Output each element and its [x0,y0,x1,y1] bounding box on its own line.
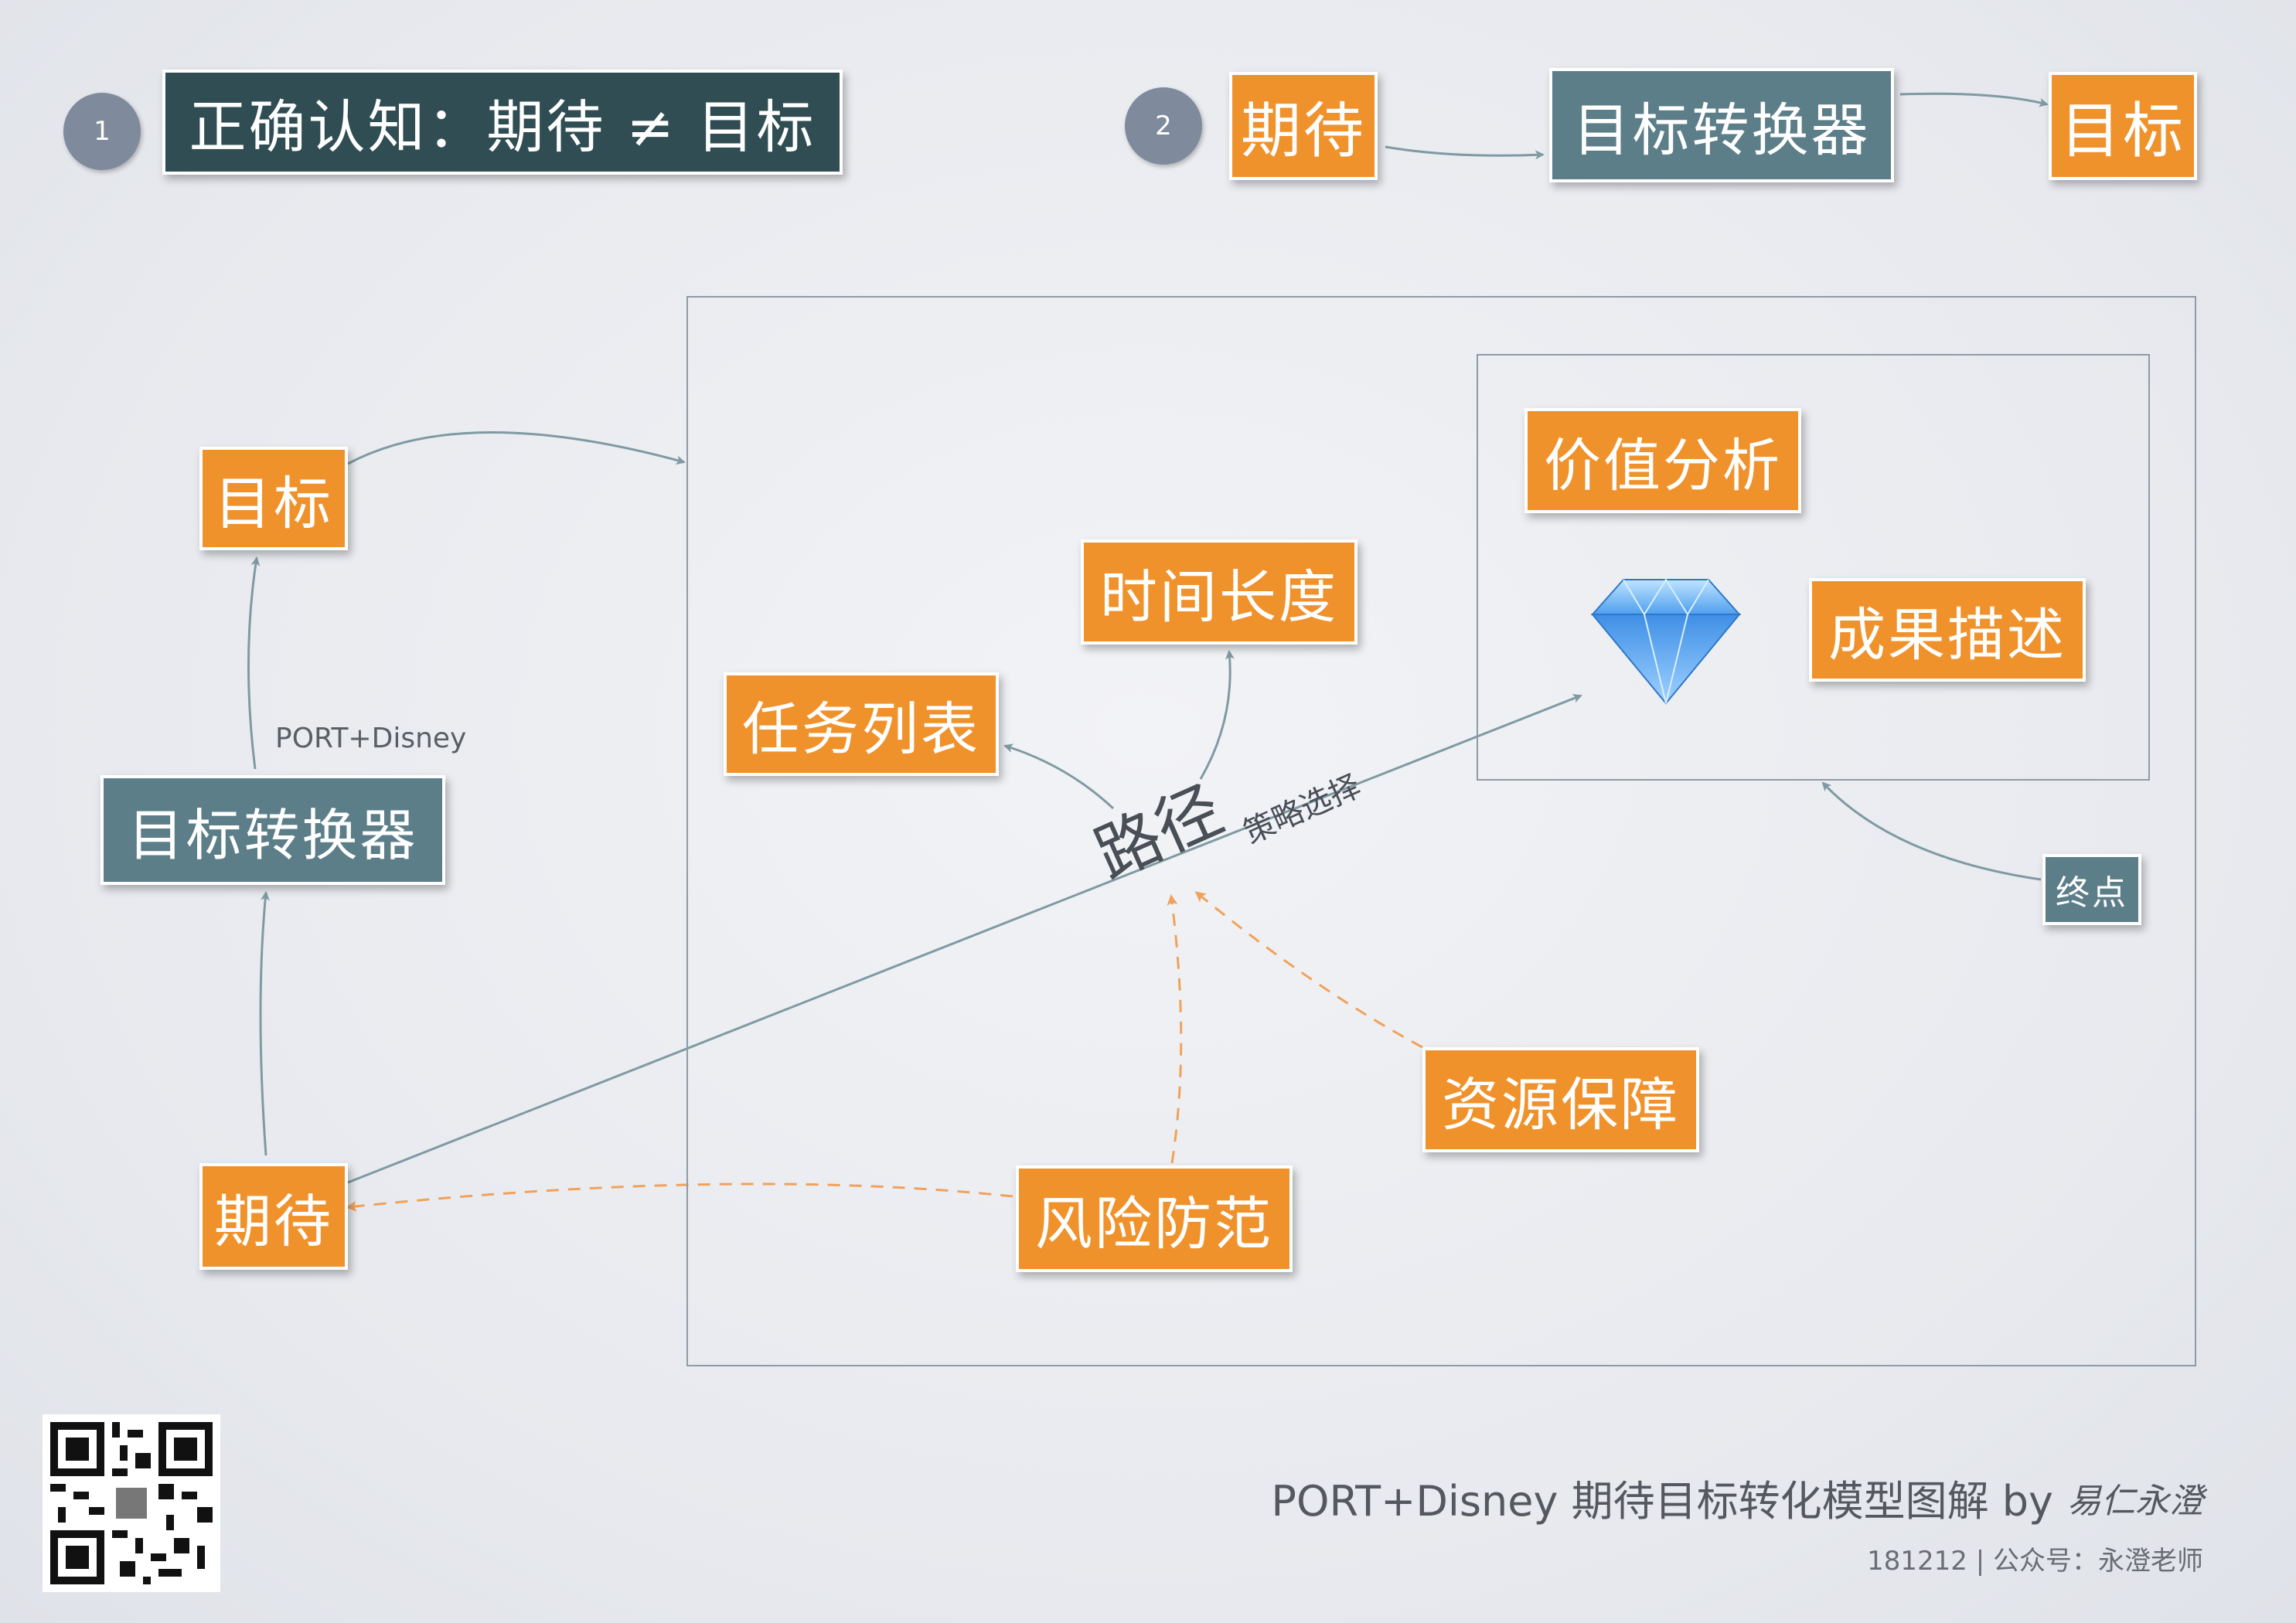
step-2-badge: 2 [1125,87,1202,165]
step-2-expect: 期待 [1229,72,1378,180]
dashed-risk-to-path [1167,894,1183,1164]
arrow-expect-to-diamond [347,694,1582,1184]
footer-title-text: PORT+Disney 期待目标转化模型图解 by [1271,1477,2053,1526]
result-description-box: 成果描述 [1809,578,2086,682]
value-analysis-box: 价值分析 [1524,408,1801,513]
arrow-goal-to-path-frame [347,431,686,465]
resource-box: 资源保障 [1422,1047,1699,1152]
port-disney-label: PORT+Disney [275,723,467,754]
left-goal-box: 目标 [199,447,348,550]
arrow-path-to-tasks [1003,743,1115,810]
time-length-box: 时间长度 [1081,539,1358,645]
footer-title: PORT+Disney 期待目标转化模型图解 by 易仁永澄 [1271,1467,2203,1528]
arrow-expect-to-converter-left [259,891,271,1156]
arrow-path-to-time [1199,650,1235,780]
arrow-expect-to-converter [1385,145,1545,160]
step-2-converter: 目标转换器 [1549,68,1894,182]
step-1-badge: 1 [63,93,141,170]
qr-code-icon [43,1414,220,1592]
step-1-title: 正确认知：期待 ≠ 目标 [162,70,843,175]
arrow-converter-to-goal [1899,92,2049,107]
footer-subtitle: 181212 | 公众号：永澄老师 [1867,1546,2203,1577]
dashed-risk-to-expect [346,1182,1013,1212]
path-frame [686,296,2196,1366]
gem-icon [1590,578,1742,705]
left-converter-box: 目标转换器 [100,775,445,885]
footer-signature: 易仁永澄 [2067,1481,2203,1521]
step-2-goal: 目标 [2049,72,2197,180]
arrow-converter-to-goal-left [247,556,261,770]
endpoint-frame [1477,354,2150,781]
endpoint-label: 终点 [2042,854,2141,925]
dashed-resource-to-path [1194,891,1423,1049]
left-expect-box: 期待 [199,1163,348,1270]
task-list-box: 任务列表 [724,672,999,776]
risk-box: 风险防范 [1016,1165,1293,1272]
arrow-endpoint-to-frame [1821,781,2042,881]
